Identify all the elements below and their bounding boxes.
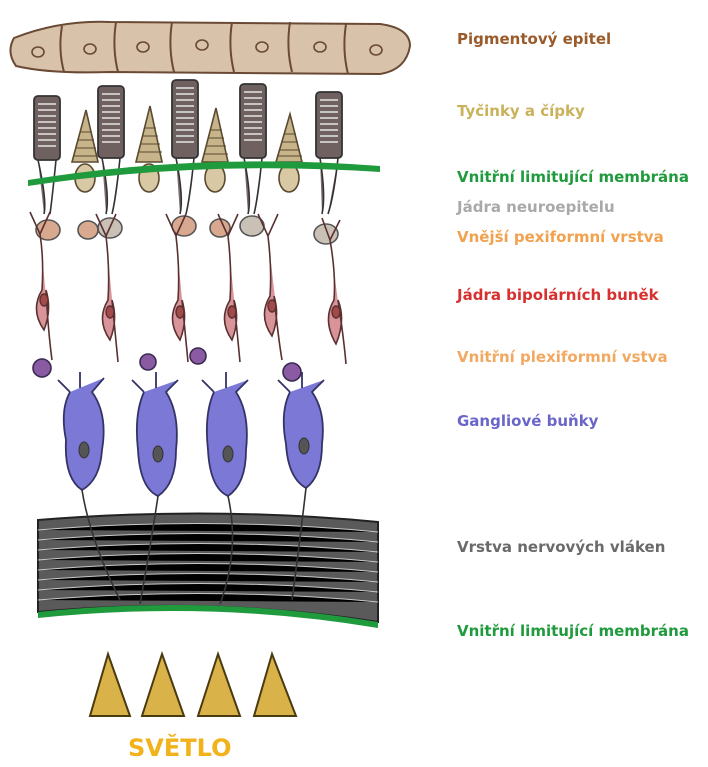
amacrine-cells [33,348,301,381]
light-rays [90,654,296,716]
neuroepithelium-nuclei [36,216,338,244]
light-label: SVĚTLO [128,734,231,762]
ganglion-cells [58,372,324,496]
label-bipolar-nuclei: Jádra bipolárních buněk [457,286,659,304]
label-inner-limiting-membrane-bottom: Vnitřní limitující membrána [457,622,689,640]
label-outer-plexiform-layer: Vnější pexiformní vrstva [457,228,664,246]
label-nerve-fiber-layer: Vrstva nervových vláken [457,538,665,556]
label-pigment-epithelium: Pigmentový epitel [457,30,611,48]
nerve-fiber-layer [38,488,378,622]
label-inner-limiting-membrane-top: Vnitřní limitující membrána [457,168,689,186]
pigment-epithelium-layer [10,22,410,74]
label-inner-plexiform-layer: Vnitřní plexiformní vstva [457,348,668,366]
label-rods-and-cones: Tyčinky a čípky [457,102,585,120]
label-neuroepithelium-nuclei: Jádra neuroepitelu [457,198,615,216]
label-ganglion-cells: Gangliové buňky [457,412,598,430]
